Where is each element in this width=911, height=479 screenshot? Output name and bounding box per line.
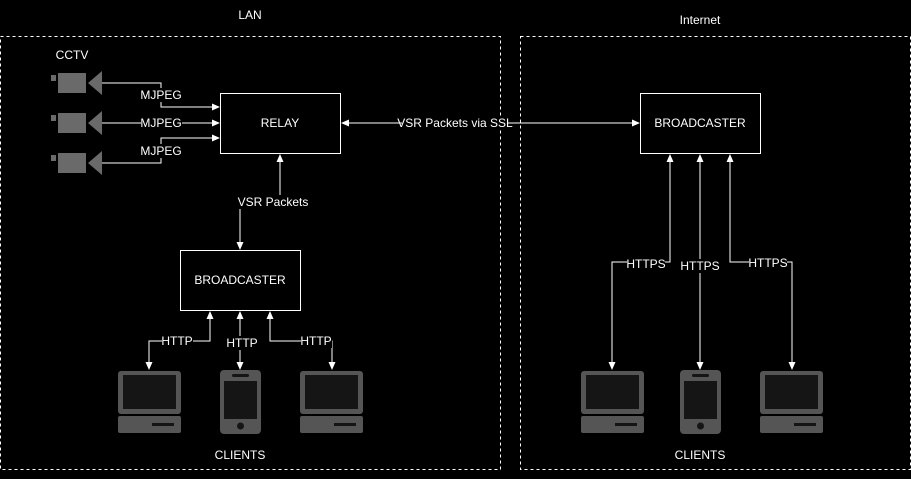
desktop-icon xyxy=(581,371,644,433)
desktop-icon xyxy=(760,371,823,433)
internet-broadcaster-label: BROADCASTER xyxy=(654,116,746,130)
lan-zone-label: LAN xyxy=(238,8,261,22)
lan-client-1-label: HTTP xyxy=(161,334,192,348)
relay-label: RELAY xyxy=(261,116,299,130)
cctv-label: CCTV xyxy=(56,48,89,62)
lan-client-3-label: HTTP xyxy=(300,334,331,348)
camera-icon xyxy=(51,71,102,95)
phone-icon xyxy=(680,370,721,434)
camera-icon xyxy=(51,111,102,135)
internet-client-1-label: HTTPS xyxy=(626,257,665,271)
lan-broadcaster-node xyxy=(180,250,301,311)
internet-client-2-label: HTTPS xyxy=(680,259,719,273)
relay-lan-broadcaster-label: VSR Packets xyxy=(238,195,309,209)
lan-zone xyxy=(0,36,501,470)
desktop-icon xyxy=(300,371,363,433)
lan-broadcaster-label: BROADCASTER xyxy=(194,273,286,287)
camera-1-label: MJPEG xyxy=(140,88,181,102)
internet-client-3-label: HTTPS xyxy=(748,256,787,270)
lan-clients-label: CLIENTS xyxy=(215,448,266,462)
internet-clients-label: CLIENTS xyxy=(675,448,726,462)
lan-client-2-label: HTTP xyxy=(226,336,257,350)
internet-broadcaster-node xyxy=(640,93,761,154)
relay-node xyxy=(220,93,341,154)
relay-internet-label: VSR Packets via SSL xyxy=(397,116,513,130)
camera-2-label: MJPEG xyxy=(140,116,181,130)
phone-icon xyxy=(220,370,261,434)
camera-3-label: MJPEG xyxy=(140,144,181,158)
desktop-icon xyxy=(118,371,181,433)
internet-zone-label: Internet xyxy=(680,13,721,27)
camera-icon xyxy=(51,151,102,175)
